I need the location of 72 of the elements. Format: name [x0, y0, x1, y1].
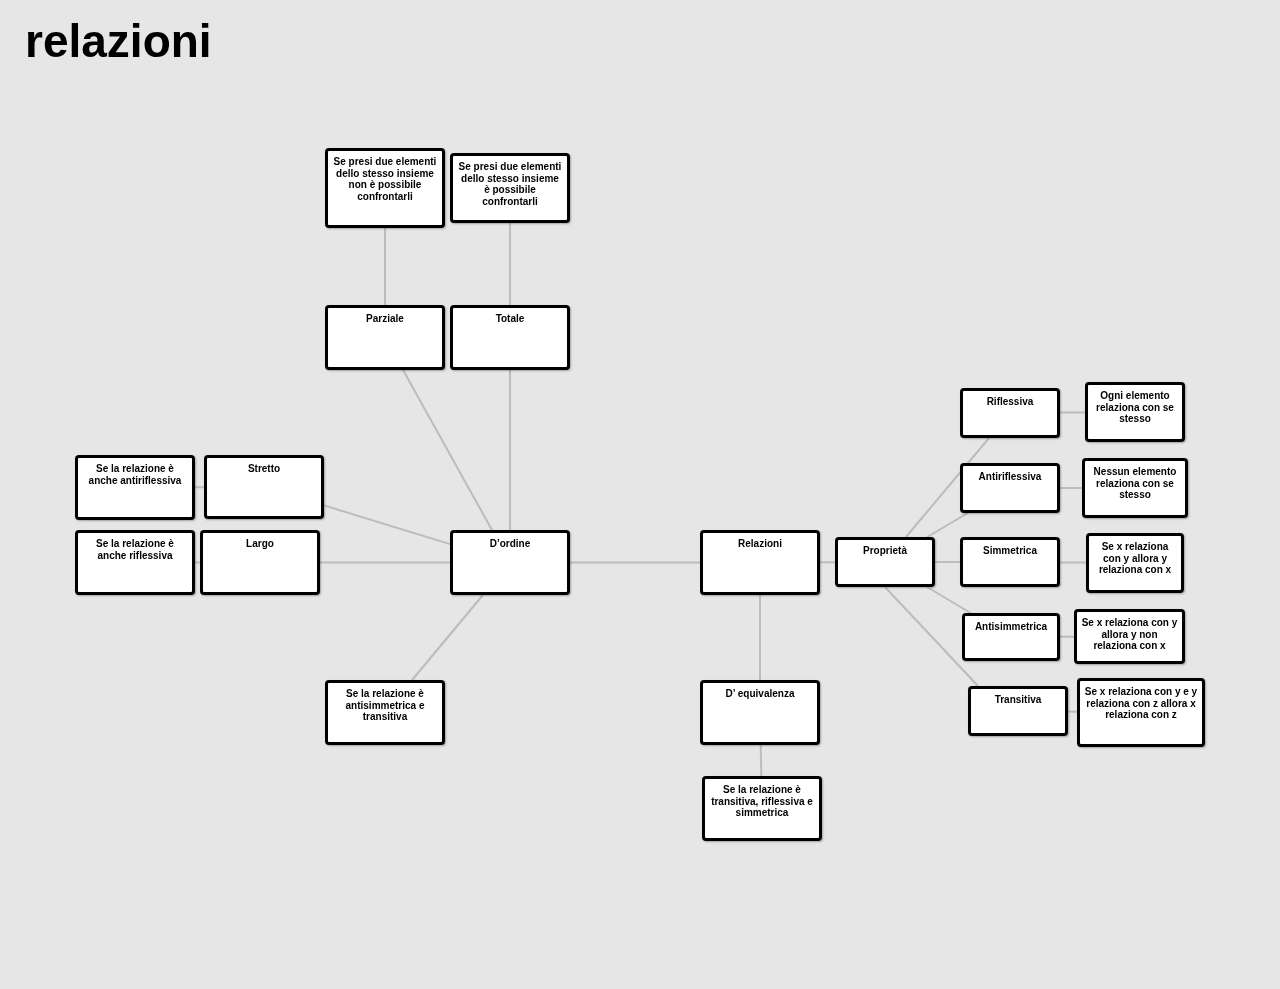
box-text: Se la relazione è transitiva, riflessiva e simmetrica: [710, 784, 814, 819]
concept-box: [450, 153, 570, 223]
box-text: Antisimmetrica: [974, 621, 1048, 633]
box-text: Largo: [246, 538, 274, 550]
box-text: D’ equivalenza: [725, 688, 795, 700]
box-text: Se presi due elementi dello stesso insieme non è possibile confrontarli: [332, 156, 438, 202]
connector-line: [319, 561, 451, 564]
box-text: Se x relaziona con y allora y non relaziona con x: [1081, 617, 1178, 652]
connector-line: [194, 561, 201, 564]
concept-box: [450, 530, 570, 595]
concept-box: [962, 613, 1060, 661]
concept-box: [325, 680, 445, 745]
concept-box: [1085, 382, 1185, 442]
connector-line: [509, 369, 511, 531]
box-text: Se x relaziona con y e y relaziona con z allora x relaziona con z: [1084, 686, 1198, 721]
box-text: Riflessiva: [986, 396, 1034, 408]
concept-box: [325, 148, 445, 228]
box-text: Se la relazione è anche riflessiva: [95, 538, 175, 561]
connector-line: [934, 561, 961, 563]
concept-box: [75, 455, 195, 520]
connector-line: [323, 504, 451, 546]
concept-box: [960, 388, 1060, 438]
concept-box: [835, 537, 935, 587]
concept-box: [960, 537, 1060, 587]
box-text: Totale: [495, 313, 525, 325]
box-text: Simmetrica: [983, 545, 1037, 557]
concept-box: [325, 305, 445, 370]
box-text: Proprietà: [863, 545, 907, 557]
connector-line: [819, 561, 836, 564]
connector-line: [904, 437, 991, 538]
connector-line: [411, 594, 484, 681]
box-text: Se presi due elementi dello stesso insieme è possibile confrontarli: [457, 161, 563, 207]
concept-box: [700, 530, 820, 595]
concept-box: [1074, 609, 1185, 664]
box-text: Stretto: [247, 463, 281, 475]
concept-box: [204, 455, 324, 519]
connector-line: [1059, 411, 1086, 414]
box-text: Se la relazione è anche antiriflessiva: [87, 463, 183, 486]
connector-line: [1059, 487, 1083, 489]
connector-line: [759, 594, 761, 681]
concept-box: [450, 305, 570, 370]
concept-box: [1086, 533, 1184, 593]
concept-box: [1077, 678, 1205, 747]
connector-line: [926, 586, 972, 614]
connector-line: [1067, 710, 1078, 713]
box-text: Relazioni: [738, 538, 782, 550]
box-text: Se x relaziona con y allora y relaziona con x: [1097, 541, 1173, 576]
concept-box: [700, 680, 820, 745]
connector-line: [402, 369, 493, 531]
box-text: Nessun elemento relaziona con se stesso: [1092, 466, 1178, 501]
concept-box: [1082, 458, 1188, 518]
connector-line: [569, 561, 701, 564]
box-text: Se la relazione è antisimmetrica e transitiva: [344, 688, 426, 723]
connector-line: [759, 744, 763, 777]
connector-line: [1059, 561, 1087, 564]
connector-line: [509, 222, 511, 306]
connector-line: [926, 512, 969, 538]
box-text: Ogni elemento relaziona con se stesso: [1095, 390, 1175, 425]
connector-line: [194, 486, 205, 489]
box-text: D’ordine: [489, 538, 531, 550]
concept-box: [960, 463, 1060, 513]
concept-box: [75, 530, 195, 595]
box-text: Transitiva: [994, 694, 1042, 706]
concept-box: [702, 776, 822, 841]
connector-line: [884, 586, 979, 687]
connector-line: [1059, 635, 1075, 638]
box-text: Antiriflessiva: [978, 471, 1042, 483]
concept-box: [200, 530, 320, 595]
connector-line: [384, 227, 386, 306]
diagram-title: relazioni: [25, 18, 212, 64]
concept-box: [968, 686, 1068, 736]
box-text: Parziale: [366, 313, 404, 325]
